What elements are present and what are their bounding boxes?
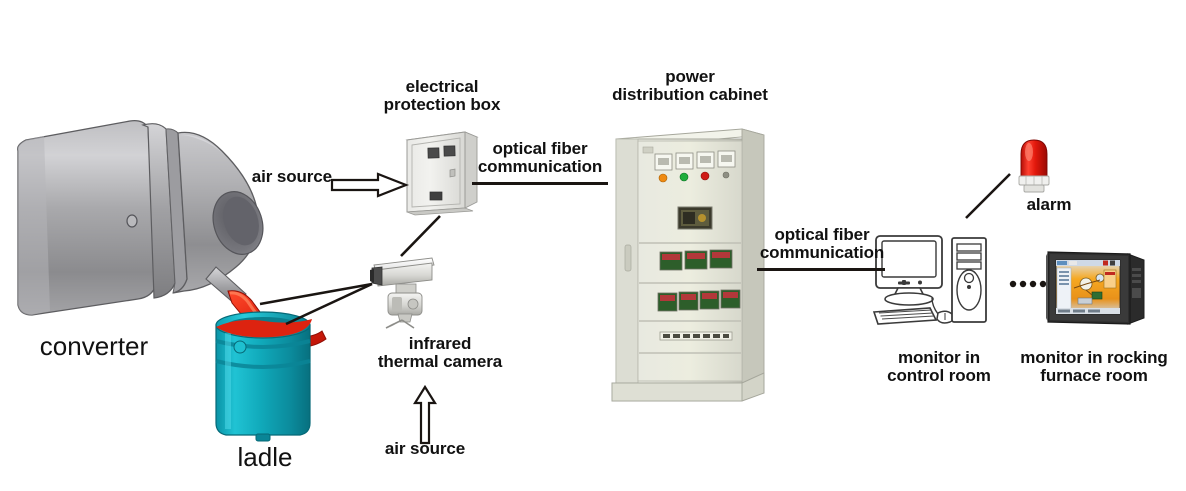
air-source-arrow-right (330, 172, 410, 198)
monitor-control-room-label: monitor in control room (887, 348, 991, 386)
optical-fiber-communication-label-1: optical fiber communication (477, 139, 603, 177)
fiber-link-2-line (757, 268, 885, 271)
converter-label: converter (39, 331, 149, 361)
air-source-arrow-up (411, 384, 439, 445)
converter-vessel (10, 115, 310, 325)
ladle-label: ladle (237, 442, 293, 472)
air-source-left-label: air source (251, 167, 332, 186)
monitor-rocking-furnace-room-label: monitor in rocking furnace room (1020, 348, 1168, 386)
infrared-thermal-camera (368, 252, 442, 332)
alarm-label: alarm (1026, 195, 1072, 214)
infrared-thermal-camera-label: infrared thermal camera (377, 334, 503, 372)
control-room-computer (872, 234, 1000, 338)
electrical-protection-box-label: electrical protection box (383, 77, 501, 115)
camera-to-protection-box-leader (398, 213, 444, 259)
power-distribution-cabinet-label: power distribution cabinet (612, 67, 768, 105)
rocking-furnace-room-monitor (1040, 248, 1156, 332)
air-source-bottom-label: air source (384, 439, 466, 458)
camera-to-ladle-leader-lines (258, 262, 378, 328)
alarm-beacon (1012, 136, 1056, 198)
optical-fiber-communication-label-2: optical fiber communication (759, 225, 885, 263)
power-distribution-cabinet (611, 125, 768, 405)
fiber-link-1-line (472, 182, 608, 185)
alarm-leader-line (962, 170, 1014, 222)
electrical-protection-box (403, 128, 481, 218)
connection-dots (1008, 277, 1052, 291)
